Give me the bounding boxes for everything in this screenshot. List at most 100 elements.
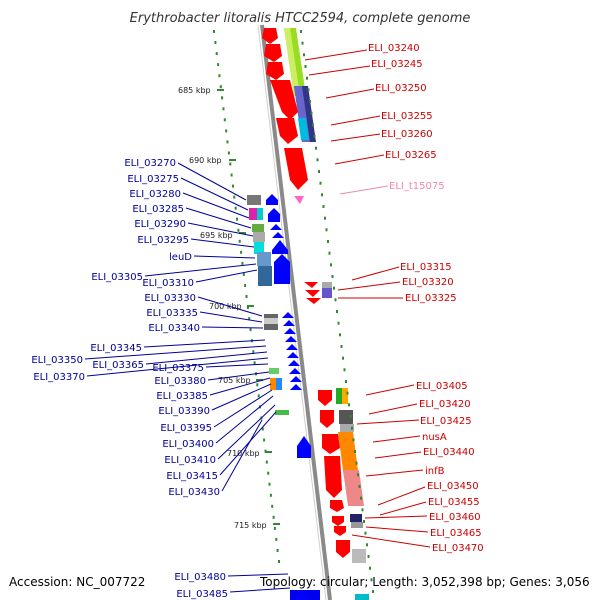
gene-label-ELI_03295[interactable]: ELI_03295	[137, 235, 189, 246]
ruler-dot	[367, 555, 370, 558]
gene-label-ELI_03260[interactable]: ELI_03260	[381, 129, 433, 140]
gene-label-ELI_03380[interactable]: ELI_03380	[154, 376, 206, 387]
gene-label-ELI_03465[interactable]: ELI_03465	[430, 528, 482, 539]
gene-label-ELI_03290[interactable]: ELI_03290	[134, 219, 186, 230]
gene-label-ELI_03335[interactable]: ELI_03335	[146, 308, 198, 319]
tick-715: 715 kbp	[234, 521, 267, 530]
label-leader	[187, 222, 254, 237]
ruler-dot	[346, 391, 349, 395]
ruler-dot	[276, 549, 279, 552]
feature-band	[340, 424, 354, 432]
feature-band	[298, 118, 309, 140]
gene-label-ELI_03305[interactable]: ELI_03305	[91, 272, 143, 283]
gene-label-ELI_03385[interactable]: ELI_03385	[156, 391, 208, 402]
gene-arrow	[266, 62, 284, 80]
ruler-dot	[328, 251, 331, 255]
gene-label-ELI_03390[interactable]: ELI_03390	[158, 406, 210, 417]
ruler-dot	[222, 107, 225, 111]
ruler-dot	[348, 403, 350, 407]
label-leader	[213, 389, 273, 428]
gene-label-ELI_03345[interactable]: ELI_03345	[90, 343, 142, 354]
gene-label-ELI_t15075[interactable]: ELI_t15075	[389, 181, 445, 192]
gene-label-ELI_03480[interactable]: ELI_03480	[174, 572, 226, 583]
gene-label-ELI_03425[interactable]: ELI_03425	[420, 416, 472, 427]
feature-band	[355, 594, 369, 600]
ruler-dot	[313, 135, 316, 138]
gene-label-ELI_03420[interactable]: ELI_03420	[419, 399, 471, 410]
ruler-dot	[301, 41, 304, 45]
gene-label-leuD[interactable]: leuD	[169, 252, 192, 263]
gene-label-ELI_03330[interactable]: ELI_03330	[144, 293, 196, 304]
ruler-dot	[370, 578, 373, 582]
ruler-dot	[315, 146, 317, 150]
gene-label-ELI_03310[interactable]: ELI_03310	[142, 278, 194, 289]
gene-label-ELI_03460[interactable]: ELI_03460	[429, 512, 481, 523]
ruler-dot	[322, 205, 325, 208]
tick-685: 685 kbp	[178, 86, 211, 95]
gene-arrow	[322, 434, 340, 454]
label-leader	[365, 526, 429, 533]
ruler-dot	[354, 450, 356, 453]
gene-label-infB[interactable]: infB	[425, 466, 445, 477]
gene-arrow	[324, 456, 342, 498]
gene-label-ELI_03250[interactable]: ELI_03250	[375, 83, 427, 94]
gene-label-ELI_03415[interactable]: ELI_03415	[166, 471, 218, 482]
ruler-dot	[340, 345, 343, 348]
gene-label-ELI_03395[interactable]: ELI_03395	[160, 423, 212, 434]
gene-label-ELI_03485[interactable]: ELI_03485	[176, 589, 228, 600]
gene-arrow	[306, 298, 321, 304]
gene-arrow	[283, 320, 295, 326]
gene-label-ELI_03450[interactable]: ELI_03450	[427, 481, 479, 492]
label-leader	[372, 435, 421, 443]
gene-arrow	[276, 118, 298, 144]
ruler-dot	[325, 228, 328, 232]
gene-label-ELI_03285[interactable]: ELI_03285	[132, 204, 184, 215]
ruler-dot	[333, 286, 335, 290]
label-leader	[334, 154, 385, 165]
ruler-dot	[369, 566, 371, 570]
gene-label-ELI_03270[interactable]: ELI_03270	[124, 158, 176, 169]
gene-arrow	[295, 590, 309, 600]
ruler-dot	[278, 560, 280, 563]
ruler-dot	[221, 96, 224, 100]
gene-label-ELI_03365[interactable]: ELI_03365	[92, 360, 144, 371]
gene-label-ELI_03370[interactable]: ELI_03370	[33, 372, 85, 383]
gene-label-ELI_03315[interactable]: ELI_03315	[400, 262, 452, 273]
gene-label-ELI_03410[interactable]: ELI_03410	[164, 455, 216, 466]
ruler-dot	[265, 460, 268, 464]
gene-label-ELI_03375[interactable]: ELI_03375	[152, 363, 204, 374]
label-leader	[215, 395, 274, 444]
gene-label-ELI_03240[interactable]: ELI_03240	[368, 43, 420, 54]
ruler-dot	[321, 193, 323, 197]
gene-label-nusA[interactable]: nusA	[422, 432, 447, 443]
gene-label-ELI_03400[interactable]: ELI_03400	[162, 439, 214, 450]
label-leader	[209, 377, 271, 396]
gene-label-ELI_03350[interactable]: ELI_03350	[31, 355, 83, 366]
ruler-dot	[334, 298, 337, 302]
gene-label-ELI_03280[interactable]: ELI_03280	[129, 189, 181, 200]
ruler-dot	[319, 181, 322, 185]
gene-label-ELI_03245[interactable]: ELI_03245	[371, 59, 423, 70]
feature-band	[270, 378, 276, 390]
feature-band	[336, 388, 342, 404]
ruler-dot	[219, 85, 222, 89]
gene-label-ELI_03470[interactable]: ELI_03470	[432, 543, 484, 554]
ruler-dot	[256, 383, 259, 387]
gene-label-ELI_03320[interactable]: ELI_03320	[402, 277, 454, 288]
gene-label-ELI_03275[interactable]: ELI_03275	[127, 174, 179, 185]
gene-label-ELI_03405[interactable]: ELI_03405	[416, 381, 468, 392]
topology-text: Topology: circular; Length: 3,052,398 bp…	[259, 575, 590, 589]
gene-label-ELI_03340[interactable]: ELI_03340	[148, 323, 200, 334]
gene-arrow	[262, 28, 278, 44]
gene-label-ELI_03430[interactable]: ELI_03430	[168, 487, 220, 498]
gene-label-ELI_03255[interactable]: ELI_03255	[381, 111, 433, 122]
gene-arrow	[284, 148, 308, 190]
ruler-dot	[307, 88, 310, 92]
gene-label-ELI_03440[interactable]: ELI_03440	[423, 447, 475, 458]
label-leader	[190, 238, 255, 248]
label-leader	[205, 363, 269, 368]
gene-label-ELI_03455[interactable]: ELI_03455	[428, 497, 480, 508]
gene-label-ELI_03265[interactable]: ELI_03265	[385, 150, 437, 161]
gene-label-ELI_03325[interactable]: ELI_03325	[405, 293, 457, 304]
